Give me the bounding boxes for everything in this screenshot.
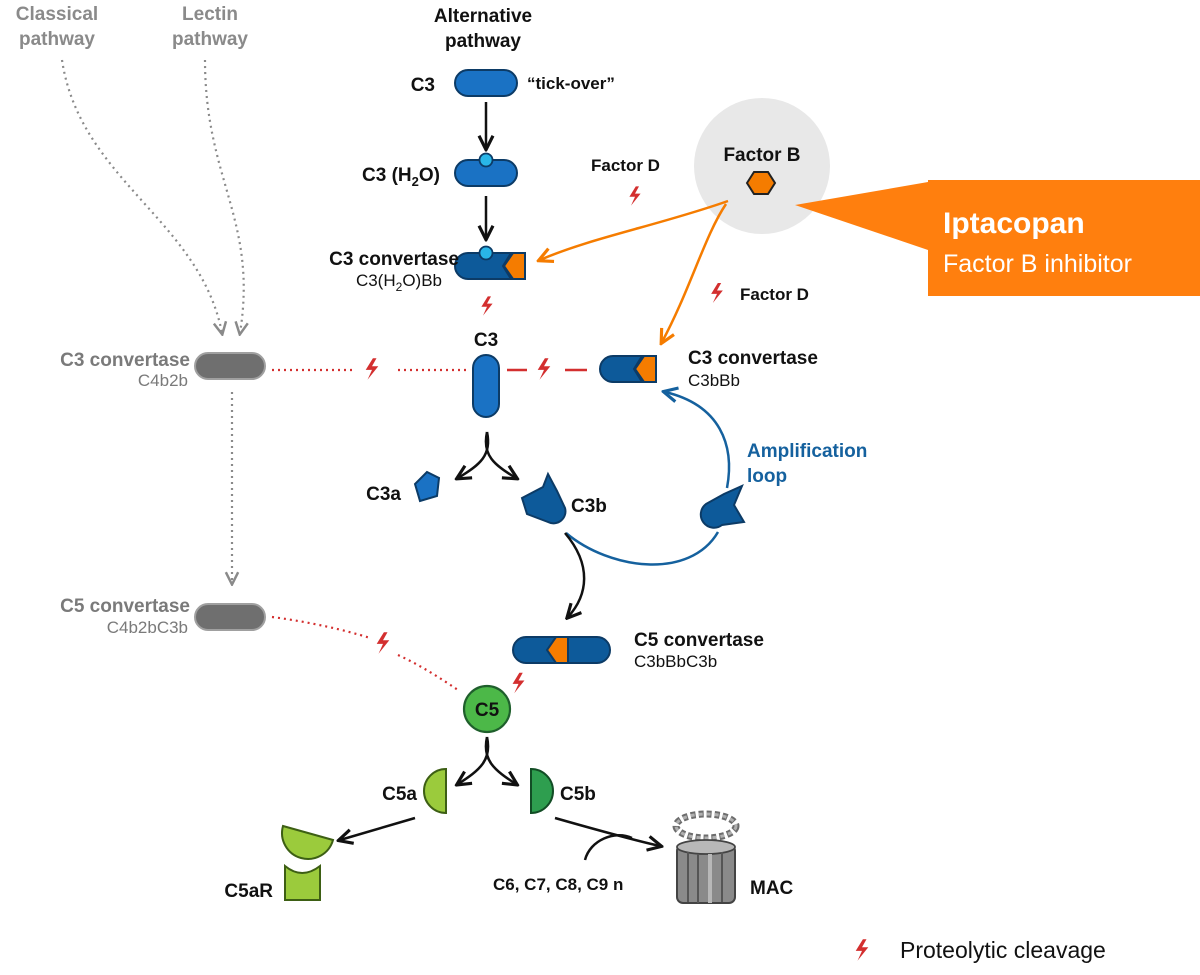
mac-label: MAC	[750, 878, 794, 899]
arrow-c5-to-c5b	[484, 736, 516, 784]
alternative-line1: Alternative	[434, 6, 532, 27]
c5conv-left-pill	[194, 603, 266, 631]
c3a-label: C3a	[366, 484, 401, 505]
arrow-c3b-to-c5conv	[564, 532, 586, 617]
legend-label: Proteolytic cleavage	[900, 937, 1106, 963]
lectin-to-c3conv-line	[203, 59, 244, 333]
c6c9-join-curve	[583, 833, 633, 861]
alternative-pathway-label: Alternative pathway	[434, 6, 532, 52]
c3h2obb-title: C3 convertase	[329, 249, 459, 270]
c3a-shape	[413, 470, 441, 503]
c3-center-label: C3	[474, 330, 498, 351]
c3h2obb-sub-sub: 2	[396, 280, 403, 294]
cleavage-bolt-right	[537, 358, 551, 380]
iptacopan-callout-pointer	[795, 182, 928, 250]
alternative-line2: pathway	[445, 31, 521, 52]
arrow-factorb-to-c3bbb	[662, 203, 728, 342]
c3h2obb-sub-part-1: C3(H	[356, 271, 396, 290]
loop-lower-curve	[565, 531, 720, 566]
c3conv-c4b2b-pill	[194, 352, 266, 380]
amplification-line1: Amplification	[747, 441, 867, 462]
c3-center-pill	[472, 354, 500, 418]
c5conv-main-title: C5 convertase	[634, 630, 764, 651]
arrow-c5a-to-c5ar	[340, 816, 416, 840]
iptacopan-desc: Factor B inhibitor	[943, 250, 1132, 278]
c3bbbc3b-convertase-shape	[512, 636, 611, 664]
loop-c3b-shape	[699, 484, 746, 529]
c5ar-ligand-shape	[281, 824, 335, 860]
c3h2obb-sub: C3(H2O)Bb	[356, 271, 442, 294]
amplification-line2: loop	[747, 466, 787, 487]
c3h2o-label-part-2: O)	[419, 165, 440, 186]
c3b-shape	[520, 471, 567, 525]
c3bbb-convertase-shape	[599, 355, 657, 383]
c3h2obb-convertase-shape	[454, 245, 526, 280]
factor-b-hexagon-icon	[745, 171, 777, 195]
legend-bolt-icon	[855, 939, 869, 961]
lectin-line2: pathway	[172, 29, 248, 50]
c3b-label: C3b	[571, 496, 607, 517]
classical-line2: pathway	[19, 29, 95, 50]
h2o-dot	[478, 152, 494, 168]
lectin-pathway-label: Lectin pathway	[172, 4, 248, 50]
loop-upper-curve	[665, 392, 731, 489]
c5ar-label: C5aR	[224, 881, 273, 902]
arrow-c5b-to-mac	[554, 816, 660, 846]
c3bbb-title: C3 convertase	[688, 348, 818, 369]
mac-shape	[672, 810, 740, 904]
arrow-c5-to-c5a	[458, 736, 490, 784]
cleavage-bolt-factor-d-right	[711, 283, 723, 303]
iptacopan-box	[928, 180, 1200, 296]
classical-to-c3conv-line	[60, 59, 222, 333]
factor-d-top-label: Factor D	[591, 156, 660, 175]
iptacopan-name: Iptacopan	[943, 207, 1085, 240]
cleavage-bolt-factor-d-top	[629, 186, 641, 206]
arrow-c3-to-c3a	[458, 431, 490, 478]
c5ar-receptor-shape	[284, 863, 321, 901]
c3h2o-label-part-1: C3 (H	[362, 165, 412, 186]
arrow-factorb-to-c3h2obb	[540, 199, 729, 260]
c5-circle	[462, 684, 512, 734]
c5a-shape	[423, 767, 447, 815]
c3h2o-label-sub: 2	[412, 174, 419, 189]
lectin-line1: Lectin	[182, 4, 238, 25]
c3conv-left-title: C3 convertase	[60, 350, 190, 371]
tickover-label: “tick-over”	[527, 74, 615, 93]
factor-d-right-label: Factor D	[740, 285, 809, 304]
factor-b-bubble	[694, 98, 830, 234]
c3h2o-label: C3 (H2O)	[362, 165, 440, 189]
c5-label: C5	[475, 700, 500, 721]
classical-line1: Classical	[16, 4, 98, 25]
c5conv-left-title: C5 convertase	[60, 596, 190, 617]
c3conv-left-sub: C4b2b	[138, 371, 188, 390]
c6c9-label: C6, C7, C8, C9 n	[493, 875, 623, 894]
cleavage-bolt-c3	[481, 296, 493, 316]
c5b-shape	[530, 767, 554, 815]
arrow-c3-to-c3b	[484, 431, 516, 478]
cleavage-bolt-left	[365, 358, 379, 380]
c5conv-left-sub: C4b2bC3b	[107, 618, 188, 637]
c5conv-main-sub: C3bBbC3b	[634, 652, 717, 671]
dotted-c5conv-to-c5-a	[271, 615, 371, 640]
c5a-label: C5a	[382, 784, 417, 805]
c3-tickover-pill	[454, 69, 518, 97]
cleavage-bolt-c5-left	[376, 632, 390, 654]
cleavage-bolt-c5	[512, 672, 525, 694]
dotted-c5conv-to-c5-b	[397, 653, 459, 691]
classical-pathway-label: Classical pathway	[16, 4, 98, 50]
c3h2obb-sub-part-2: O)Bb	[402, 271, 442, 290]
c3bbb-sub: C3bBb	[688, 371, 740, 390]
c5b-label: C5b	[560, 784, 596, 805]
c3-top-label: C3	[411, 75, 435, 96]
factor-b-label: Factor B	[723, 145, 800, 166]
